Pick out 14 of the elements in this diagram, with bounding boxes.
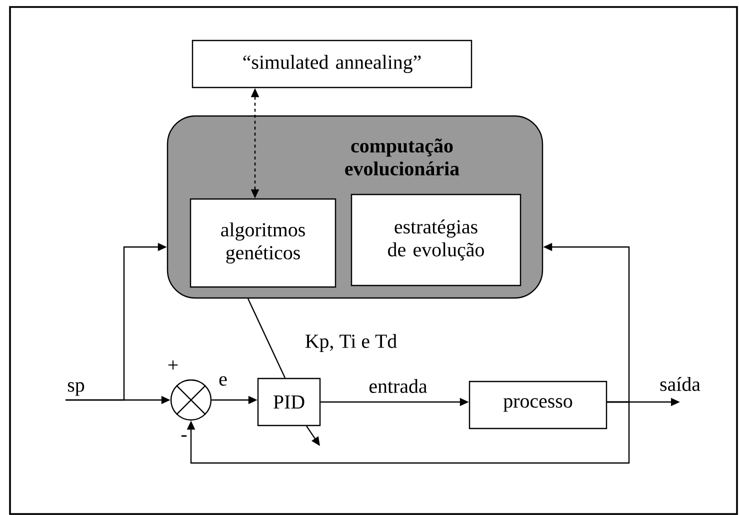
arrow: [186, 401, 630, 464]
sign-label: -: [181, 435, 187, 437]
edge-label: e: [219, 376, 227, 386]
method-box: estratégias de evolução: [350, 194, 522, 286]
process-box: processo: [468, 380, 608, 430]
text-box: “simulated annealing”: [192, 40, 472, 88]
controller-box: PID: [257, 378, 321, 426]
sign-label: +: [168, 360, 178, 370]
edge-label: Kp, Ti e Td: [305, 334, 397, 352]
edge-label: entrada: [369, 378, 428, 393]
method-box: algoritmos genéticos: [190, 198, 336, 288]
signal-label: sp: [68, 382, 84, 396]
summing-junction: [170, 379, 212, 421]
signal-label: saída: [660, 376, 700, 391]
